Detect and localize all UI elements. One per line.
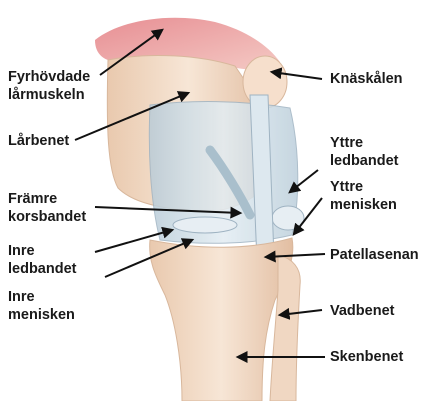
label-inre-menisken-line1: Inre — [8, 288, 75, 306]
label-yttre-menisken-line2: menisken — [330, 196, 397, 214]
label-fyrhovdade-line1: Fyrhövdade — [8, 68, 90, 86]
label-inre-menisken: Inre menisken — [8, 288, 75, 324]
label-yttre-ledbandet-line2: ledbandet — [330, 152, 398, 170]
label-yttre-ledbandet: Yttre ledbandet — [330, 134, 398, 170]
label-vadbenet: Vadbenet — [330, 302, 394, 320]
label-framre-line1: Främre — [8, 190, 86, 208]
label-inre-ledbandet: Inre ledbandet — [8, 242, 76, 278]
label-skenbenet: Skenbenet — [330, 348, 403, 366]
label-inre-ledbandet-line2: ledbandet — [8, 260, 76, 278]
inner-meniscus — [173, 217, 237, 233]
label-yttre-menisken: Yttre menisken — [330, 178, 397, 214]
label-larbenet: Lårbenet — [8, 132, 69, 150]
label-inre-menisken-line2: menisken — [8, 306, 75, 324]
label-yttre-menisken-line1: Yttre — [330, 178, 397, 196]
label-fyrhovdade-line2: lårmuskeln — [8, 86, 90, 104]
label-inre-ledbandet-line1: Inre — [8, 242, 76, 260]
label-knaskalen: Knäskålen — [330, 70, 403, 88]
label-framre-line2: korsbandet — [8, 208, 86, 226]
label-fyrhovdade-larmuskeln: Fyrhövdade lårmuskeln — [8, 68, 90, 104]
label-patellasenan: Patellasenan — [330, 246, 419, 264]
label-framre-korsbandet: Främre korsbandet — [8, 190, 86, 226]
label-yttre-ledbandet-line1: Yttre — [330, 134, 398, 152]
